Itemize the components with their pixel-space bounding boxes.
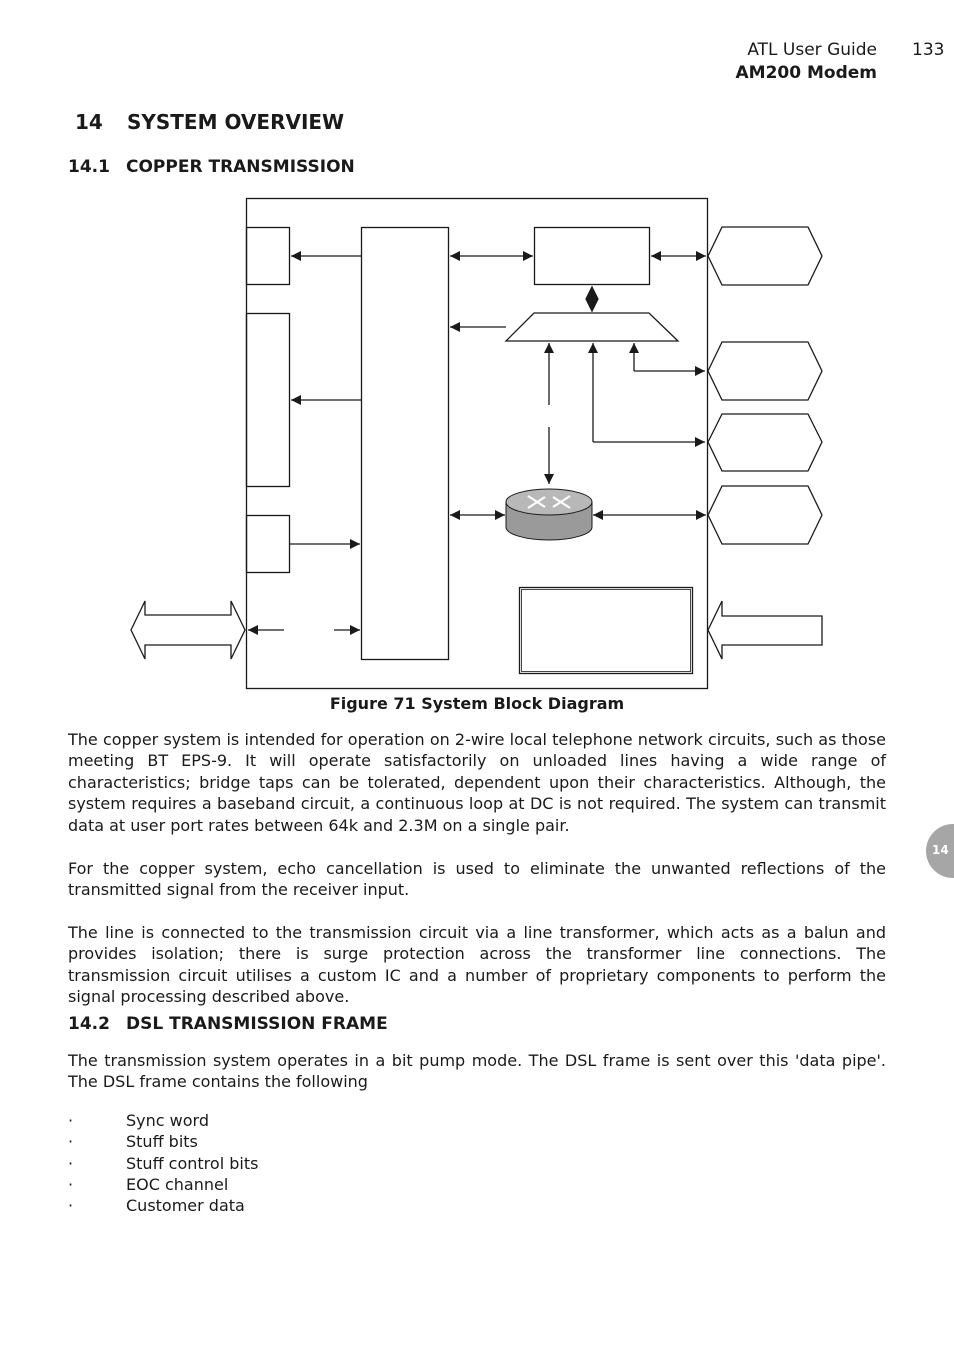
paragraph-copper-system: The copper system is intended for operat… xyxy=(68,730,886,835)
bullet-marker: · xyxy=(68,1132,74,1152)
router-icon xyxy=(505,488,593,541)
paragraph-echo-cancellation: For the copper system, echo cancellation… xyxy=(68,859,886,900)
subsection-heading-dsl: 14.2 DSL TRANSMISSION FRAME xyxy=(68,1014,388,1034)
subsection-heading-copper: 14.1 COPPER TRANSMISSION xyxy=(68,157,355,177)
central-block xyxy=(360,226,450,661)
frame-contents-list: · Sync word · Stuff bits · Stuff control bi… xyxy=(68,1110,258,1216)
power-block xyxy=(518,586,694,675)
list-item-text: Stuff bits xyxy=(126,1132,198,1152)
header-model-name: AM200 Modem xyxy=(735,63,878,83)
list-item: · EOC channel xyxy=(68,1174,258,1195)
subsection-title: COPPER TRANSMISSION xyxy=(126,157,355,177)
list-item-text: Customer data xyxy=(126,1196,245,1216)
paragraph-dsl-frame: The transmission system operates in a bi… xyxy=(68,1051,886,1092)
left-block-bottom xyxy=(245,514,291,574)
page-number: 133 xyxy=(912,40,945,60)
chapter-tab-number: 14 xyxy=(932,843,949,857)
list-item: · Stuff control bits xyxy=(68,1153,258,1174)
list-item-text: EOC channel xyxy=(126,1174,229,1194)
power-block-inner xyxy=(521,589,691,672)
figure-caption: Figure 71 System Block Diagram xyxy=(329,694,625,713)
arrow-topblock-mux xyxy=(585,285,599,313)
power-input-arrow xyxy=(707,600,823,660)
header-guide-title: ATL User Guide xyxy=(747,40,877,60)
section-heading: 14 SYSTEM OVERVIEW xyxy=(75,110,344,134)
bullet-marker: · xyxy=(68,1196,74,1216)
section-number: 14 xyxy=(75,110,103,134)
subsection-title: DSL TRANSMISSION FRAME xyxy=(126,1014,388,1034)
list-item: · Stuff bits xyxy=(68,1131,258,1152)
bullet-marker: · xyxy=(68,1153,74,1173)
enclosure-box xyxy=(245,197,709,690)
list-item: · Customer data xyxy=(68,1195,258,1216)
left-block-top xyxy=(245,226,291,286)
section-title: SYSTEM OVERVIEW xyxy=(127,110,345,134)
external-port-2 xyxy=(707,341,823,401)
external-port-1 xyxy=(707,226,823,286)
top-right-block xyxy=(533,226,651,286)
bullet-marker: · xyxy=(68,1174,74,1194)
external-port-4 xyxy=(707,485,823,545)
external-port-3 xyxy=(707,413,823,472)
system-block-diagram xyxy=(130,197,823,690)
mux-trapezoid xyxy=(504,312,680,342)
paragraph-line-transformer: The line is connected to the transmissio… xyxy=(68,923,886,1007)
line-interface-arrow xyxy=(130,600,246,660)
list-item-text: Sync word xyxy=(126,1111,209,1130)
bullet-marker: · xyxy=(68,1111,74,1130)
list-item: · Sync word xyxy=(68,1110,258,1131)
list-item-text: Stuff control bits xyxy=(126,1153,259,1173)
left-block-middle xyxy=(245,312,291,488)
subsection-number: 14.1 xyxy=(68,157,110,177)
subsection-number: 14.2 xyxy=(68,1014,110,1034)
chapter-tab[interactable]: 14 xyxy=(926,824,954,878)
